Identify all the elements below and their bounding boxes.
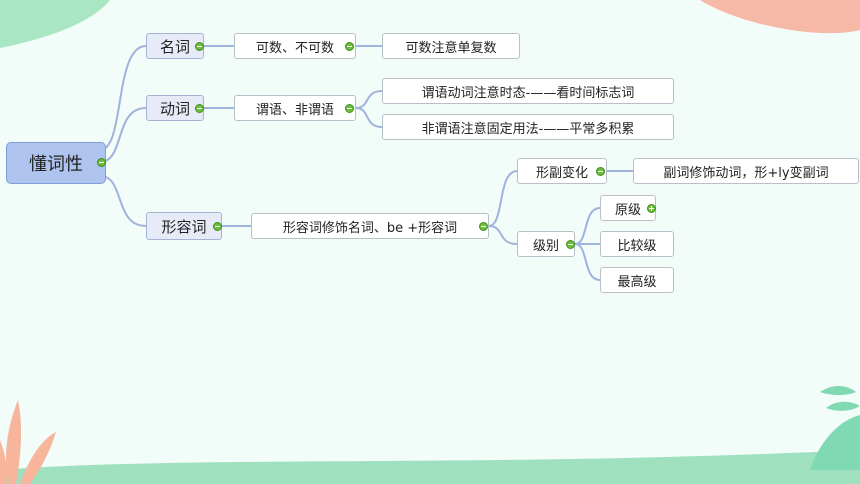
root-label: 懂词性 bbox=[29, 154, 83, 175]
adjective-collapse-toggle-icon[interactable] bbox=[213, 222, 222, 231]
verb-detail-collapse-toggle-icon[interactable] bbox=[345, 104, 354, 113]
degree-positive-expand-toggle-icon[interactable] bbox=[647, 204, 656, 213]
corner-leaf-top-left bbox=[0, 0, 110, 48]
root-node[interactable]: 懂词性 bbox=[6, 142, 106, 184]
verb-predicate-note-node[interactable]: 谓语动词注意时态-——看时间标志词 bbox=[382, 78, 674, 104]
verb-collapse-toggle-icon[interactable] bbox=[195, 104, 204, 113]
adjective-detail-label: 形容词修饰名词、be +形容词 bbox=[282, 220, 458, 236]
adjective-detail-node[interactable]: 形容词修饰名词、be +形容词 bbox=[251, 213, 489, 239]
degree-positive-node[interactable]: 原级 bbox=[600, 195, 656, 221]
connector-line-9 bbox=[488, 170, 518, 227]
connector-line-8 bbox=[355, 107, 383, 128]
branch-verb[interactable]: 动词 bbox=[146, 95, 204, 121]
connector-line-14 bbox=[574, 243, 601, 281]
adjective-morph-note-node[interactable]: 副词修饰动词，形+ly变副词 bbox=[633, 158, 859, 184]
adjective-degree-node[interactable]: 级别 bbox=[517, 231, 575, 257]
noun-note-label: 可数注意单复数 bbox=[405, 40, 497, 56]
verb-nonpredicate-note-node[interactable]: 非谓语注意固定用法-——平常多积累 bbox=[382, 114, 674, 140]
degree-comparative-label: 比较级 bbox=[617, 238, 657, 254]
root-collapse-toggle-icon[interactable] bbox=[97, 158, 106, 167]
connector-line-1 bbox=[99, 107, 147, 163]
adjective-morph-label: 形副变化 bbox=[535, 165, 588, 181]
verb-predicate-note-label: 谓语动词注意时态-——看时间标志词 bbox=[421, 85, 635, 101]
adjective-morph-note-label: 副词修饰动词，形+ly变副词 bbox=[663, 165, 829, 181]
branch-adjective[interactable]: 形容词 bbox=[146, 212, 222, 240]
branch-noun[interactable]: 名词 bbox=[146, 33, 204, 59]
connector-line-2 bbox=[99, 175, 147, 227]
adjective-detail-collapse-toggle-icon[interactable] bbox=[479, 222, 488, 231]
noun-collapse-toggle-icon[interactable] bbox=[195, 42, 204, 51]
degree-positive-label: 原级 bbox=[614, 202, 641, 218]
branch-noun-label: 名词 bbox=[159, 37, 190, 56]
palm-leaf-right-icon bbox=[810, 386, 860, 470]
degree-superlative-label: 最高级 bbox=[617, 274, 657, 290]
connector-line-7 bbox=[355, 90, 383, 109]
verb-nonpredicate-note-label: 非谓语注意固定用法-——平常多积累 bbox=[421, 121, 635, 137]
noun-detail-label: 可数、不可数 bbox=[255, 40, 334, 56]
verb-detail-label: 谓语、非谓语 bbox=[255, 102, 334, 118]
noun-detail-node[interactable]: 可数、不可数 bbox=[234, 33, 356, 59]
degree-comparative-node[interactable]: 比较级 bbox=[600, 231, 674, 257]
noun-detail-collapse-toggle-icon[interactable] bbox=[345, 42, 354, 51]
adjective-degree-collapse-toggle-icon[interactable] bbox=[566, 240, 575, 249]
verb-detail-node[interactable]: 谓语、非谓语 bbox=[234, 95, 356, 121]
connector-line-10 bbox=[488, 225, 518, 245]
connector-line-12 bbox=[574, 207, 601, 245]
branch-verb-label: 动词 bbox=[159, 99, 190, 118]
degree-superlative-node[interactable]: 最高级 bbox=[600, 267, 674, 293]
noun-note-node[interactable]: 可数注意单复数 bbox=[382, 33, 520, 59]
mindmap-connectors bbox=[99, 45, 634, 281]
connector-line-0 bbox=[99, 45, 147, 151]
corner-blob-top-right bbox=[700, 0, 860, 34]
branch-adjective-label: 形容词 bbox=[161, 217, 207, 236]
plant-left-icon bbox=[0, 400, 56, 484]
adjective-morph-node[interactable]: 形副变化 bbox=[517, 158, 607, 184]
bottom-wave bbox=[0, 450, 860, 484]
adjective-degree-label: 级别 bbox=[532, 238, 559, 254]
adjective-morph-collapse-toggle-icon[interactable] bbox=[596, 167, 605, 176]
